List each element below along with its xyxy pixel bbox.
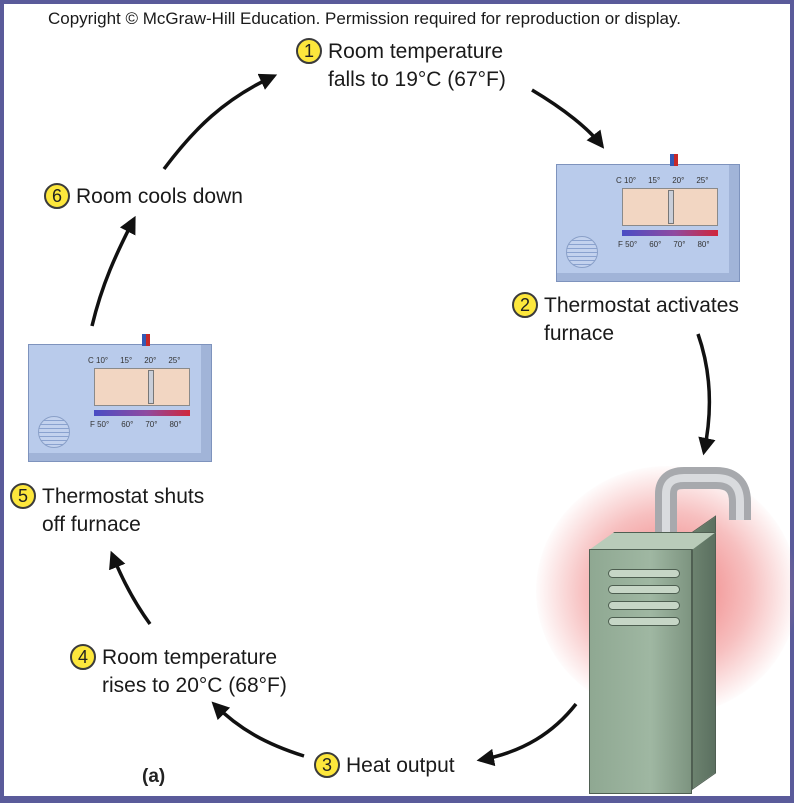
step-6-badge: 6 (44, 183, 70, 209)
thermostat-needle (668, 190, 674, 224)
celsius-scale: C 10° 15° 20° 25° (616, 176, 708, 185)
thermostat-knob (670, 154, 678, 166)
celsius-tick: 20° (672, 176, 685, 185)
thermostat-needle (148, 370, 154, 404)
step-1: 1 Room temperature falls to 19°C (67°F) (296, 38, 506, 94)
furnace-vent (608, 569, 680, 578)
step-4: 4 Room temperature rises to 20°C (68°F) (70, 644, 287, 700)
step-1-label: Room temperature falls to 19°C (67°F) (328, 40, 506, 91)
fahrenheit-tick: F 50° (618, 240, 638, 249)
fahrenheit-tick: 70° (673, 240, 686, 249)
celsius-tick: C 10° (88, 356, 109, 365)
cycle-arrows (90, 73, 716, 767)
celsius-tick: 20° (144, 356, 157, 365)
celsius-tick: 15° (120, 356, 133, 365)
step-4-label: Room temperature rises to 20°C (68°F) (102, 646, 287, 697)
thermostat-upper: C 10° 15° 20° 25° F 50° 60° 70° 80° (556, 154, 740, 282)
celsius-scale: C 10° 15° 20° 25° (88, 356, 180, 365)
furnace-vent (608, 617, 680, 626)
copyright-notice: Copyright © McGraw-Hill Education. Permi… (48, 9, 681, 28)
fahrenheit-tick: 60° (649, 240, 662, 249)
celsius-tick: 25° (696, 176, 709, 185)
step-1-badge: 1 (296, 38, 322, 64)
step-6-label: Room cools down (76, 185, 243, 208)
fahrenheit-tick: 60° (121, 420, 134, 429)
figure-panel: Copyright © McGraw-Hill Education. Permi… (4, 4, 794, 796)
exhaust-pipe-icon (655, 467, 751, 536)
step-5-badge: 5 (10, 483, 36, 509)
furnace-vent (608, 585, 680, 594)
step-6: 6 Room cools down (44, 183, 243, 211)
arrow-3-to-4-a (476, 702, 578, 767)
celsius-tick: 25° (168, 356, 181, 365)
figure-label: (a) (142, 766, 166, 787)
furnace-side (692, 515, 716, 790)
step-2: 2 Thermostat activates furnace (512, 292, 739, 348)
thermostat-lower: C 10° 15° 20° 25° F 50° 60° 70° 80° (28, 334, 212, 462)
fahrenheit-tick: 80° (169, 420, 182, 429)
fahrenheit-scale: F 50° 60° 70° 80° (90, 420, 182, 429)
fahrenheit-tick: F 50° (90, 420, 110, 429)
arrow-4-to-5 (109, 550, 152, 626)
celsius-tick: C 10° (616, 176, 637, 185)
arrow-1-to-2 (531, 88, 605, 149)
step-5: 5 Thermostat shuts off furnace (10, 483, 204, 539)
arrow-5-to-6 (90, 215, 136, 327)
arrow-6-to-1 (162, 73, 278, 171)
speaker-grille (38, 416, 70, 448)
temperature-bar (94, 410, 190, 416)
furnace-vent (608, 601, 680, 610)
thermostat-knob (142, 334, 150, 346)
celsius-tick: 15° (648, 176, 661, 185)
fahrenheit-tick: 70° (145, 420, 158, 429)
step-2-badge: 2 (512, 292, 538, 318)
temperature-bar (622, 230, 718, 236)
fahrenheit-tick: 80° (697, 240, 710, 249)
arrow-3-to-4-b (211, 701, 305, 758)
step-2-label: Thermostat activates furnace (544, 294, 739, 345)
fahrenheit-scale: F 50° 60° 70° 80° (618, 240, 710, 249)
step-3-label: Heat output (346, 754, 455, 777)
step-5-label: Thermostat shuts off furnace (42, 485, 205, 536)
step-4-badge: 4 (70, 644, 96, 670)
step-3-badge: 3 (314, 752, 340, 778)
step-3: 3 Heat output (314, 752, 455, 780)
thermostat-display (94, 368, 190, 406)
arrow-2-to-3 (696, 333, 716, 456)
speaker-grille (566, 236, 598, 268)
